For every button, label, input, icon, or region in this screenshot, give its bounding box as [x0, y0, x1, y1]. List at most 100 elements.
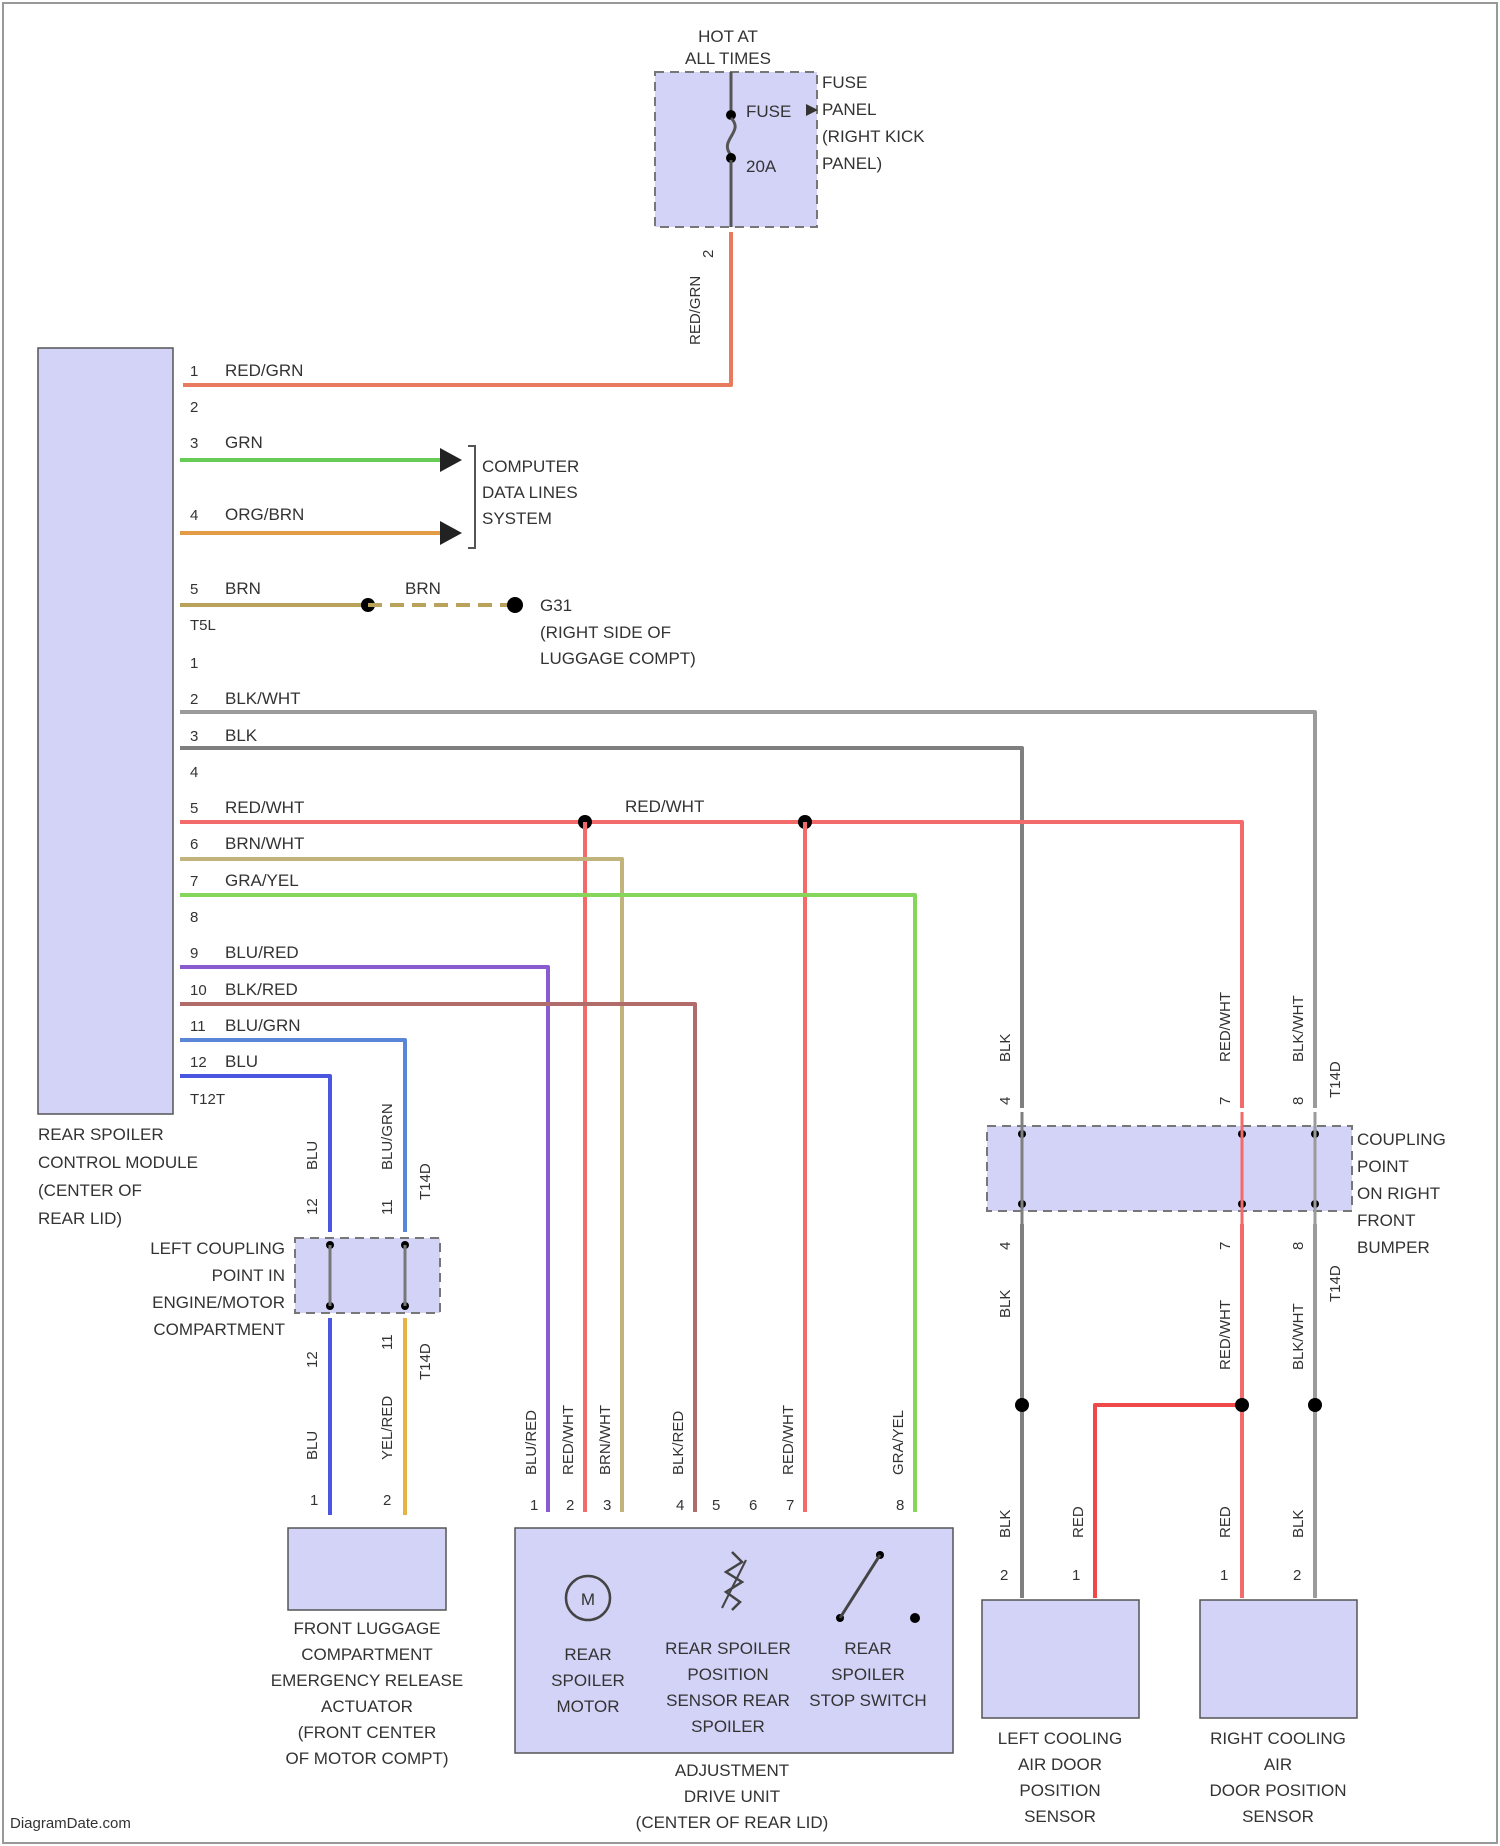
fuse-panel-box — [655, 72, 817, 227]
sensor-label-4: SPOILER — [691, 1717, 765, 1736]
rc-top-pin-8: 8 — [1290, 1097, 1307, 1105]
splice-dot-red — [1235, 1398, 1249, 1412]
rs-pin-2: 2 — [1293, 1567, 1301, 1584]
du-pin-6: 6 — [749, 1497, 757, 1514]
pin-b-10: 10 — [190, 982, 207, 999]
drive-unit-label-2: DRIVE UNIT — [684, 1787, 780, 1806]
pin-b-7-wire: GRA/YEL — [225, 871, 299, 890]
actuator-label-1: FRONT LUGGAGE — [293, 1619, 440, 1638]
rc-bot-pin-4: 4 — [997, 1242, 1014, 1250]
rc-top-wire-blk-wht: BLK/WHT — [1290, 995, 1307, 1062]
pin-b-11: 11 — [190, 1018, 206, 1035]
left-cooling-air-door-sensor — [982, 1600, 1139, 1718]
switch-label-1: REAR — [844, 1639, 891, 1658]
drive-unit-wire-labels: BLU/RED RED/WHT BRN/WHT BLK/RED RED/WHT … — [523, 1405, 907, 1475]
left-coupling-label-3: ENGINE/MOTOR — [152, 1293, 285, 1312]
rc-top-pin-4: 4 — [997, 1097, 1014, 1105]
rc-top-wire-blk: BLK — [997, 1034, 1014, 1062]
pin-b-6-wire: BRN/WHT — [225, 834, 304, 853]
data-lines-label-3: SYSTEM — [482, 509, 552, 528]
lc-bot-wire-11: YEL/RED — [379, 1396, 396, 1460]
pin-b-7: 7 — [190, 873, 198, 890]
pin-b-4: 4 — [190, 764, 198, 781]
ground-location-2: LUGGAGE COMPT) — [540, 649, 696, 668]
ground-label: G31 — [540, 596, 572, 615]
du-pin-7: 7 — [786, 1497, 794, 1514]
left-sensor-label-4: SENSOR — [1024, 1807, 1096, 1826]
lc-top-pin-11: 11 — [379, 1199, 396, 1215]
fuse-panel-label-2: PANEL — [822, 100, 877, 119]
rc-bot-pin-8: 8 — [1290, 1242, 1307, 1250]
right-sensor-label-3: DOOR POSITION — [1210, 1781, 1347, 1800]
switch-label-3: STOP SWITCH — [809, 1691, 926, 1710]
data-lines-label-1: COMPUTER — [482, 457, 579, 476]
du-pin-3: 3 — [603, 1497, 611, 1514]
left-sensor-label-3: POSITION — [1019, 1781, 1100, 1800]
ls-wire-red: RED — [1070, 1506, 1087, 1538]
right-coupling-box — [987, 1126, 1352, 1211]
module-label-3: (CENTER OF — [38, 1181, 142, 1200]
lc-bot-wire-12: BLU — [304, 1431, 321, 1460]
module-label-2: CONTROL MODULE — [38, 1153, 198, 1172]
fuse-pin-label: 2 — [700, 250, 717, 258]
right-cooling-air-door-sensor — [1200, 1600, 1357, 1718]
lc-top-pin-12: 12 — [304, 1198, 321, 1215]
splice-dot-blk — [1015, 1398, 1029, 1412]
fuse-wire-label: RED/GRN — [687, 276, 704, 345]
fuse-panel: HOT AT ALL TIMES FUSE 20A FUSE PANEL (RI… — [655, 27, 925, 345]
pin-b-3-wire: BLK — [225, 726, 258, 745]
fuse-panel-label-3: (RIGHT KICK — [822, 127, 925, 146]
du-pin-1: 1 — [530, 1497, 538, 1514]
pin-a-4: 4 — [190, 507, 198, 524]
rs-pin-1: 1 — [1220, 1567, 1228, 1584]
pin-b-6: 6 — [190, 836, 198, 853]
left-sensor-label-1: LEFT COOLING — [998, 1729, 1122, 1748]
front-luggage-actuator — [288, 1528, 446, 1610]
left-coupling-label-2: POINT IN — [212, 1266, 285, 1285]
ground-wire-label: BRN — [405, 579, 441, 598]
actuator-label-2: COMPARTMENT — [301, 1645, 433, 1664]
fuse-label: FUSE — [746, 102, 791, 121]
rc-bot-pin-7: 7 — [1217, 1242, 1234, 1250]
pin-a-1-wire: RED/GRN — [225, 361, 303, 380]
left-sensor-label-2: AIR DOOR — [1018, 1755, 1102, 1774]
du-wire-6: GRA/YEL — [890, 1410, 907, 1475]
pin-b-9-wire: BLU/RED — [225, 943, 299, 962]
drive-unit-label-1: ADJUSTMENT — [675, 1761, 789, 1780]
actuator-label-4: ACTUATOR — [321, 1697, 413, 1716]
fuse-panel-label-4: PANEL) — [822, 154, 882, 173]
stop-switch-contact-c — [910, 1613, 920, 1623]
lc-bot-pin-12: 12 — [304, 1351, 321, 1368]
right-coupling-label-5: BUMPER — [1357, 1238, 1430, 1257]
sensor-label-3: SENSOR REAR — [666, 1691, 790, 1710]
arrow-icon-grn — [440, 448, 462, 472]
rc-bot-wire-red-wht: RED/WHT — [1217, 1300, 1234, 1370]
right-coupling-label-1: COUPLING — [1357, 1130, 1446, 1149]
motor-label-1: REAR — [564, 1645, 611, 1664]
ls-pin-2: 2 — [1000, 1567, 1008, 1584]
motor-symbol: M — [581, 1590, 595, 1609]
data-lines-bracket — [468, 446, 475, 548]
rc-top-pin-7: 7 — [1217, 1097, 1234, 1105]
wire-blk-wht — [180, 712, 1315, 1108]
pin-b-11-wire: BLU/GRN — [225, 1016, 301, 1035]
actuator-label-5: (FRONT CENTER — [298, 1723, 437, 1742]
pin-a-4-wire: ORG/BRN — [225, 505, 304, 524]
pin-a-3-wire: GRN — [225, 433, 263, 452]
fuse-panel-label-1: FUSE — [822, 73, 867, 92]
arrow-icon-org-brn — [440, 521, 462, 545]
du-wire-4: BLK/RED — [670, 1411, 687, 1475]
du-wire-1: BLU/RED — [523, 1410, 540, 1475]
left-coupling-label-4: COMPARTMENT — [153, 1320, 285, 1339]
du-wire-5: RED/WHT — [780, 1405, 797, 1475]
left-coupling-label-1: LEFT COUPLING — [150, 1239, 285, 1258]
rc-bot-wire-blk-wht: BLK/WHT — [1290, 1303, 1307, 1370]
rc-bot-connector: T14D — [1327, 1265, 1344, 1302]
module-label-4: REAR LID) — [38, 1209, 122, 1228]
motor-label-2: SPOILER — [551, 1671, 625, 1690]
pin-b-10-wire: BLK/RED — [225, 980, 298, 999]
lc-top-wire-12: BLU — [304, 1141, 321, 1170]
hot-at-label-1: HOT AT — [698, 27, 758, 46]
hot-at-label-2: ALL TIMES — [685, 49, 771, 68]
